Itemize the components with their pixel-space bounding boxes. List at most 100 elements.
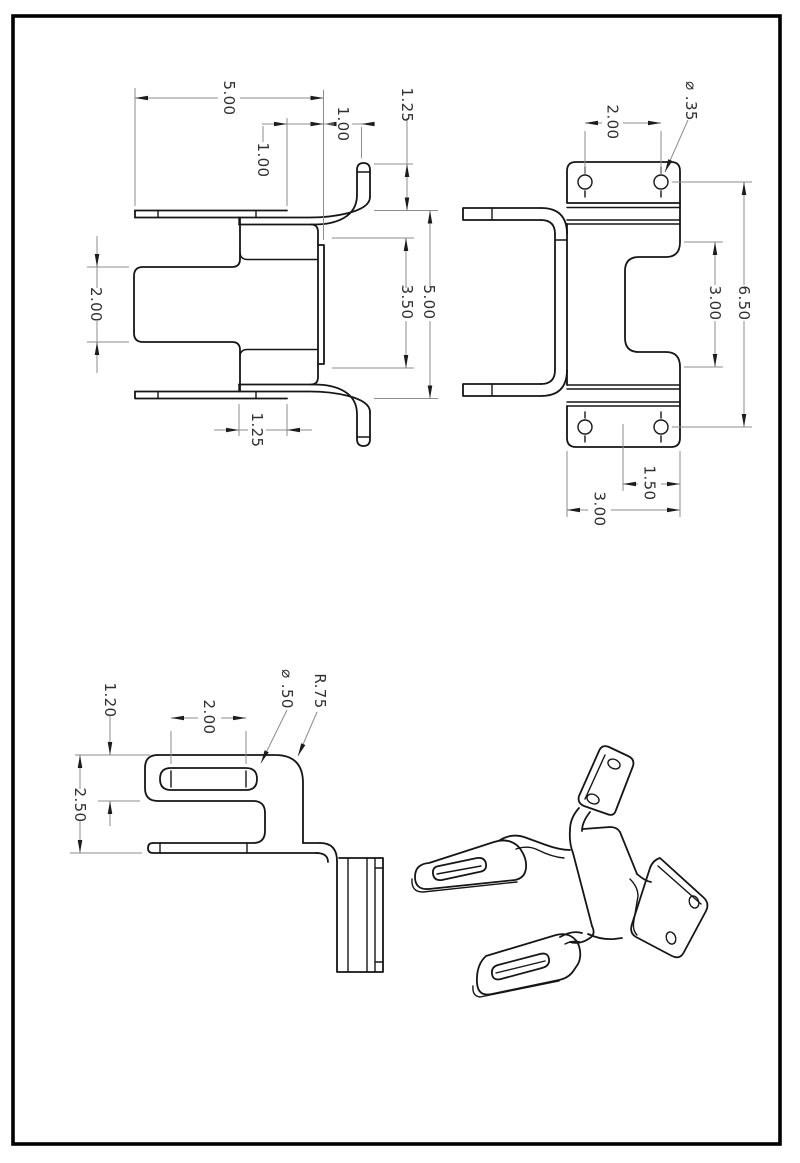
part-edge xyxy=(336,857,384,973)
iso-edge xyxy=(411,878,518,893)
dim-line xyxy=(87,236,129,373)
bend-tick xyxy=(157,209,257,219)
iso-edge xyxy=(584,754,606,800)
arrowhead xyxy=(567,507,680,513)
dim-overall-height: 5.00 xyxy=(374,210,438,399)
part-edge xyxy=(147,842,321,854)
iso-slot xyxy=(490,952,551,981)
dim-flange-width: 3.00 xyxy=(566,451,681,527)
arrowhead xyxy=(403,238,409,368)
dim-text-overall-width: 5.00 xyxy=(220,81,238,116)
arrowhead xyxy=(665,159,673,172)
arrowhead xyxy=(404,164,410,211)
part-edge xyxy=(462,383,542,397)
arrowhead xyxy=(261,750,269,763)
part-edge xyxy=(313,383,371,447)
dim-overall-width: 5.00 xyxy=(134,81,324,240)
dim-notch-height: 3.00 xyxy=(684,241,724,368)
part-edge xyxy=(239,348,319,358)
dim-line xyxy=(566,451,681,517)
part-edge xyxy=(347,857,384,973)
dim-text-hole-diameter: ⌀ .35 xyxy=(682,81,700,121)
iso-upper-arm xyxy=(414,839,528,890)
part-edge xyxy=(540,207,568,235)
dim-line xyxy=(672,181,752,428)
arrowhead xyxy=(107,742,113,814)
iso-bend xyxy=(515,846,565,859)
dim-hole-spacing: 2.00 xyxy=(584,105,662,173)
hole xyxy=(653,419,669,435)
iso-bend xyxy=(564,940,581,945)
dim-hole-diameter: ⌀ .35 xyxy=(664,81,700,173)
sheet-border xyxy=(11,14,782,1146)
part-edge xyxy=(152,800,266,844)
dim-text-slot-diameter: ⌀ .50 xyxy=(278,669,296,709)
hole-center-tick xyxy=(584,411,662,443)
iso-slot xyxy=(431,856,488,882)
bend-tick xyxy=(159,842,248,854)
dim-line xyxy=(584,122,662,173)
dim-flange-stickout: 1.25 xyxy=(374,88,438,211)
iso-web-edge xyxy=(587,933,623,941)
iso-web-edge xyxy=(582,826,638,875)
arrowhead xyxy=(298,743,306,756)
dim-text-arm-gap: 2.00 xyxy=(87,287,105,322)
part-edge xyxy=(134,196,371,219)
dim-text-overall-height: 5.00 xyxy=(420,285,438,320)
hole xyxy=(607,758,621,770)
dim-slot-length: 2.00 xyxy=(170,700,247,764)
part-edge xyxy=(540,369,568,397)
iso-edge xyxy=(436,865,482,875)
dim-hole-offset: 1.50 xyxy=(622,424,680,501)
dim-line xyxy=(134,88,324,240)
iso-lower-arm xyxy=(476,933,582,996)
side-view: 1.20 2.50 2.00 ⌀ .50 R.75 xyxy=(70,669,384,973)
dim-text-jog-offset-b: 1.00 xyxy=(334,107,352,142)
dim-jog-offset-a: 1.00 xyxy=(254,118,337,206)
part-edge xyxy=(134,390,371,413)
iso-right-flange xyxy=(630,857,709,959)
top-view: 5.00 1.00 1.00 1.25 2.00 xyxy=(87,81,438,448)
arrowhead xyxy=(623,481,680,487)
part-edge xyxy=(157,754,304,844)
isometric-view xyxy=(411,745,709,998)
bend-tick xyxy=(157,390,257,400)
part-edge xyxy=(566,161,681,204)
dim-line xyxy=(374,118,438,211)
iso-bend xyxy=(499,834,571,851)
part-edge xyxy=(144,754,159,802)
part-edge xyxy=(313,162,371,226)
dim-corner-radius: R.75 xyxy=(297,673,329,757)
iso-bend xyxy=(569,807,591,832)
bend-line xyxy=(566,384,681,407)
part-edge xyxy=(310,223,319,386)
dim-arm-height: 2.50 xyxy=(70,755,142,854)
dim-line xyxy=(332,237,414,369)
iso-edge xyxy=(495,960,546,974)
dim-web-height: 3.50 xyxy=(332,237,416,369)
hole xyxy=(688,895,700,909)
iso-bend xyxy=(636,873,652,883)
dim-text-flange-width: 3.00 xyxy=(591,492,609,527)
arrowhead xyxy=(712,242,718,367)
part-edge xyxy=(317,244,325,365)
dim-line xyxy=(214,404,312,436)
part-edge xyxy=(134,390,288,400)
hole xyxy=(665,931,677,945)
dim-text-hole-span: 6.50 xyxy=(735,286,753,321)
dim-line xyxy=(684,241,723,368)
dim-text-arm-thickness: 1.20 xyxy=(101,683,119,718)
part-edge xyxy=(315,842,338,863)
dim-text-jog-offset-bottom: 1.25 xyxy=(248,413,266,448)
part-edge xyxy=(239,251,319,261)
dim-text-flange-stickout: 1.25 xyxy=(398,88,416,123)
hole xyxy=(577,419,593,435)
part-edge xyxy=(624,202,681,407)
iso-bend xyxy=(629,878,639,936)
hole xyxy=(586,793,600,805)
bend-line xyxy=(566,206,681,225)
dim-text-jog-offset-a: 1.00 xyxy=(254,143,272,178)
dim-arm-thickness: 1.20 xyxy=(75,683,150,826)
